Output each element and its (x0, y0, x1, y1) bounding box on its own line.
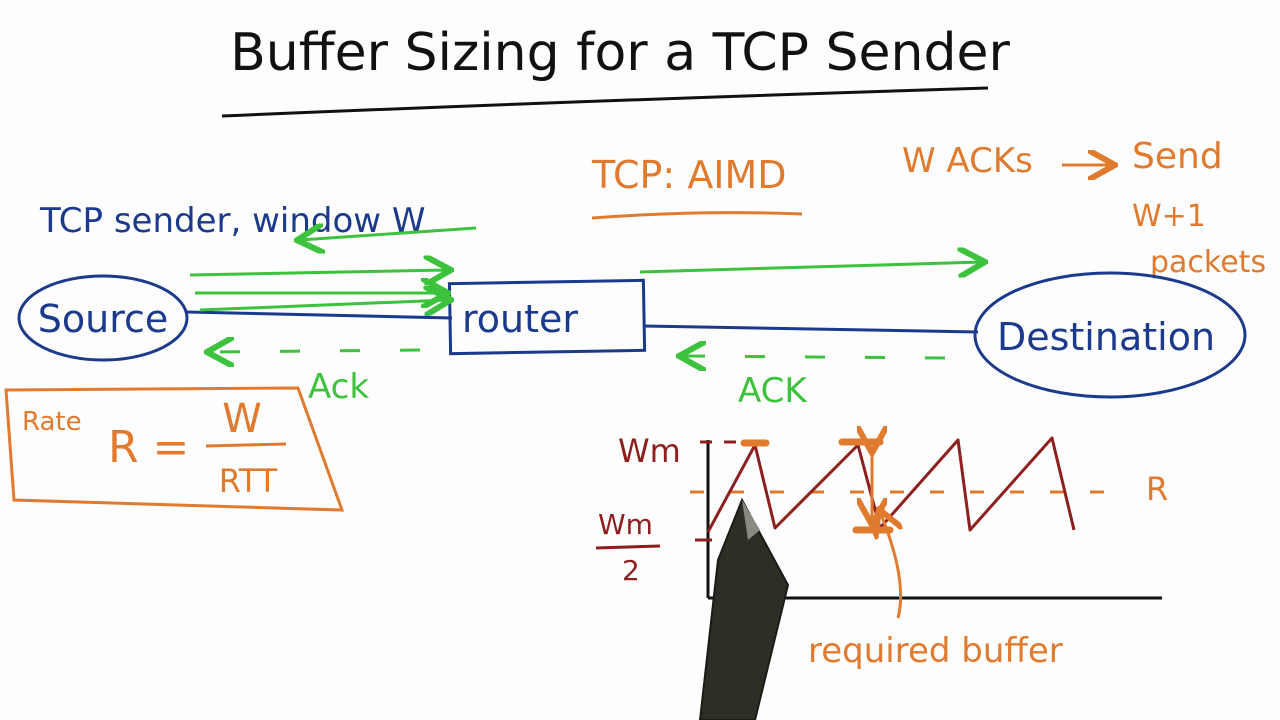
rate-numerator: W (222, 396, 262, 442)
data-arrow-1 (189, 270, 448, 275)
rate-box (4, 386, 345, 512)
ack-arrow-right (682, 356, 946, 358)
w-plus-one-label: W+1 (1132, 199, 1206, 234)
r-label: R (1146, 470, 1168, 508)
packets-label: packets (1150, 245, 1266, 280)
window-sawtooth (706, 436, 1076, 533)
acks-label: W ACKs (902, 141, 1033, 181)
title-underline (221, 86, 989, 118)
wm-half-bar (595, 544, 661, 550)
required-buffer-label: required buffer (808, 631, 1063, 671)
wm-half-denominator: 2 (622, 554, 640, 587)
router-destination-link (643, 324, 979, 334)
ack-arrow-left (210, 350, 421, 352)
destination-node (973, 271, 1247, 399)
send-label: Send (1132, 136, 1223, 177)
wm-half-numerator: Wm (598, 508, 653, 541)
pen-icon (698, 497, 790, 720)
required-buffer-pointer (880, 512, 901, 619)
window-arrow (300, 228, 477, 240)
title: Buffer Sizing for a TCP Sender (230, 23, 1010, 83)
router-label: router (462, 297, 578, 341)
source-node (17, 274, 189, 362)
data-arrow-4 (639, 262, 982, 272)
destination-label: Destination (997, 315, 1215, 359)
aimd-underline (591, 211, 803, 220)
rate-word: Rate (22, 407, 82, 437)
ack-right-label: ACK (738, 371, 808, 411)
pen-tip-icon (742, 500, 760, 540)
data-arrow-3 (199, 300, 448, 310)
wm-label: Wm (618, 432, 681, 470)
source-label: Source (38, 297, 169, 341)
rate-denominator: RTT (219, 462, 278, 500)
rate-fraction-bar (205, 442, 287, 448)
rate-lhs: R = (108, 422, 189, 473)
ack-left-label: Ack (308, 367, 369, 407)
source-router-link (186, 310, 453, 320)
aimd-label: TCP: AIMD (591, 153, 787, 197)
